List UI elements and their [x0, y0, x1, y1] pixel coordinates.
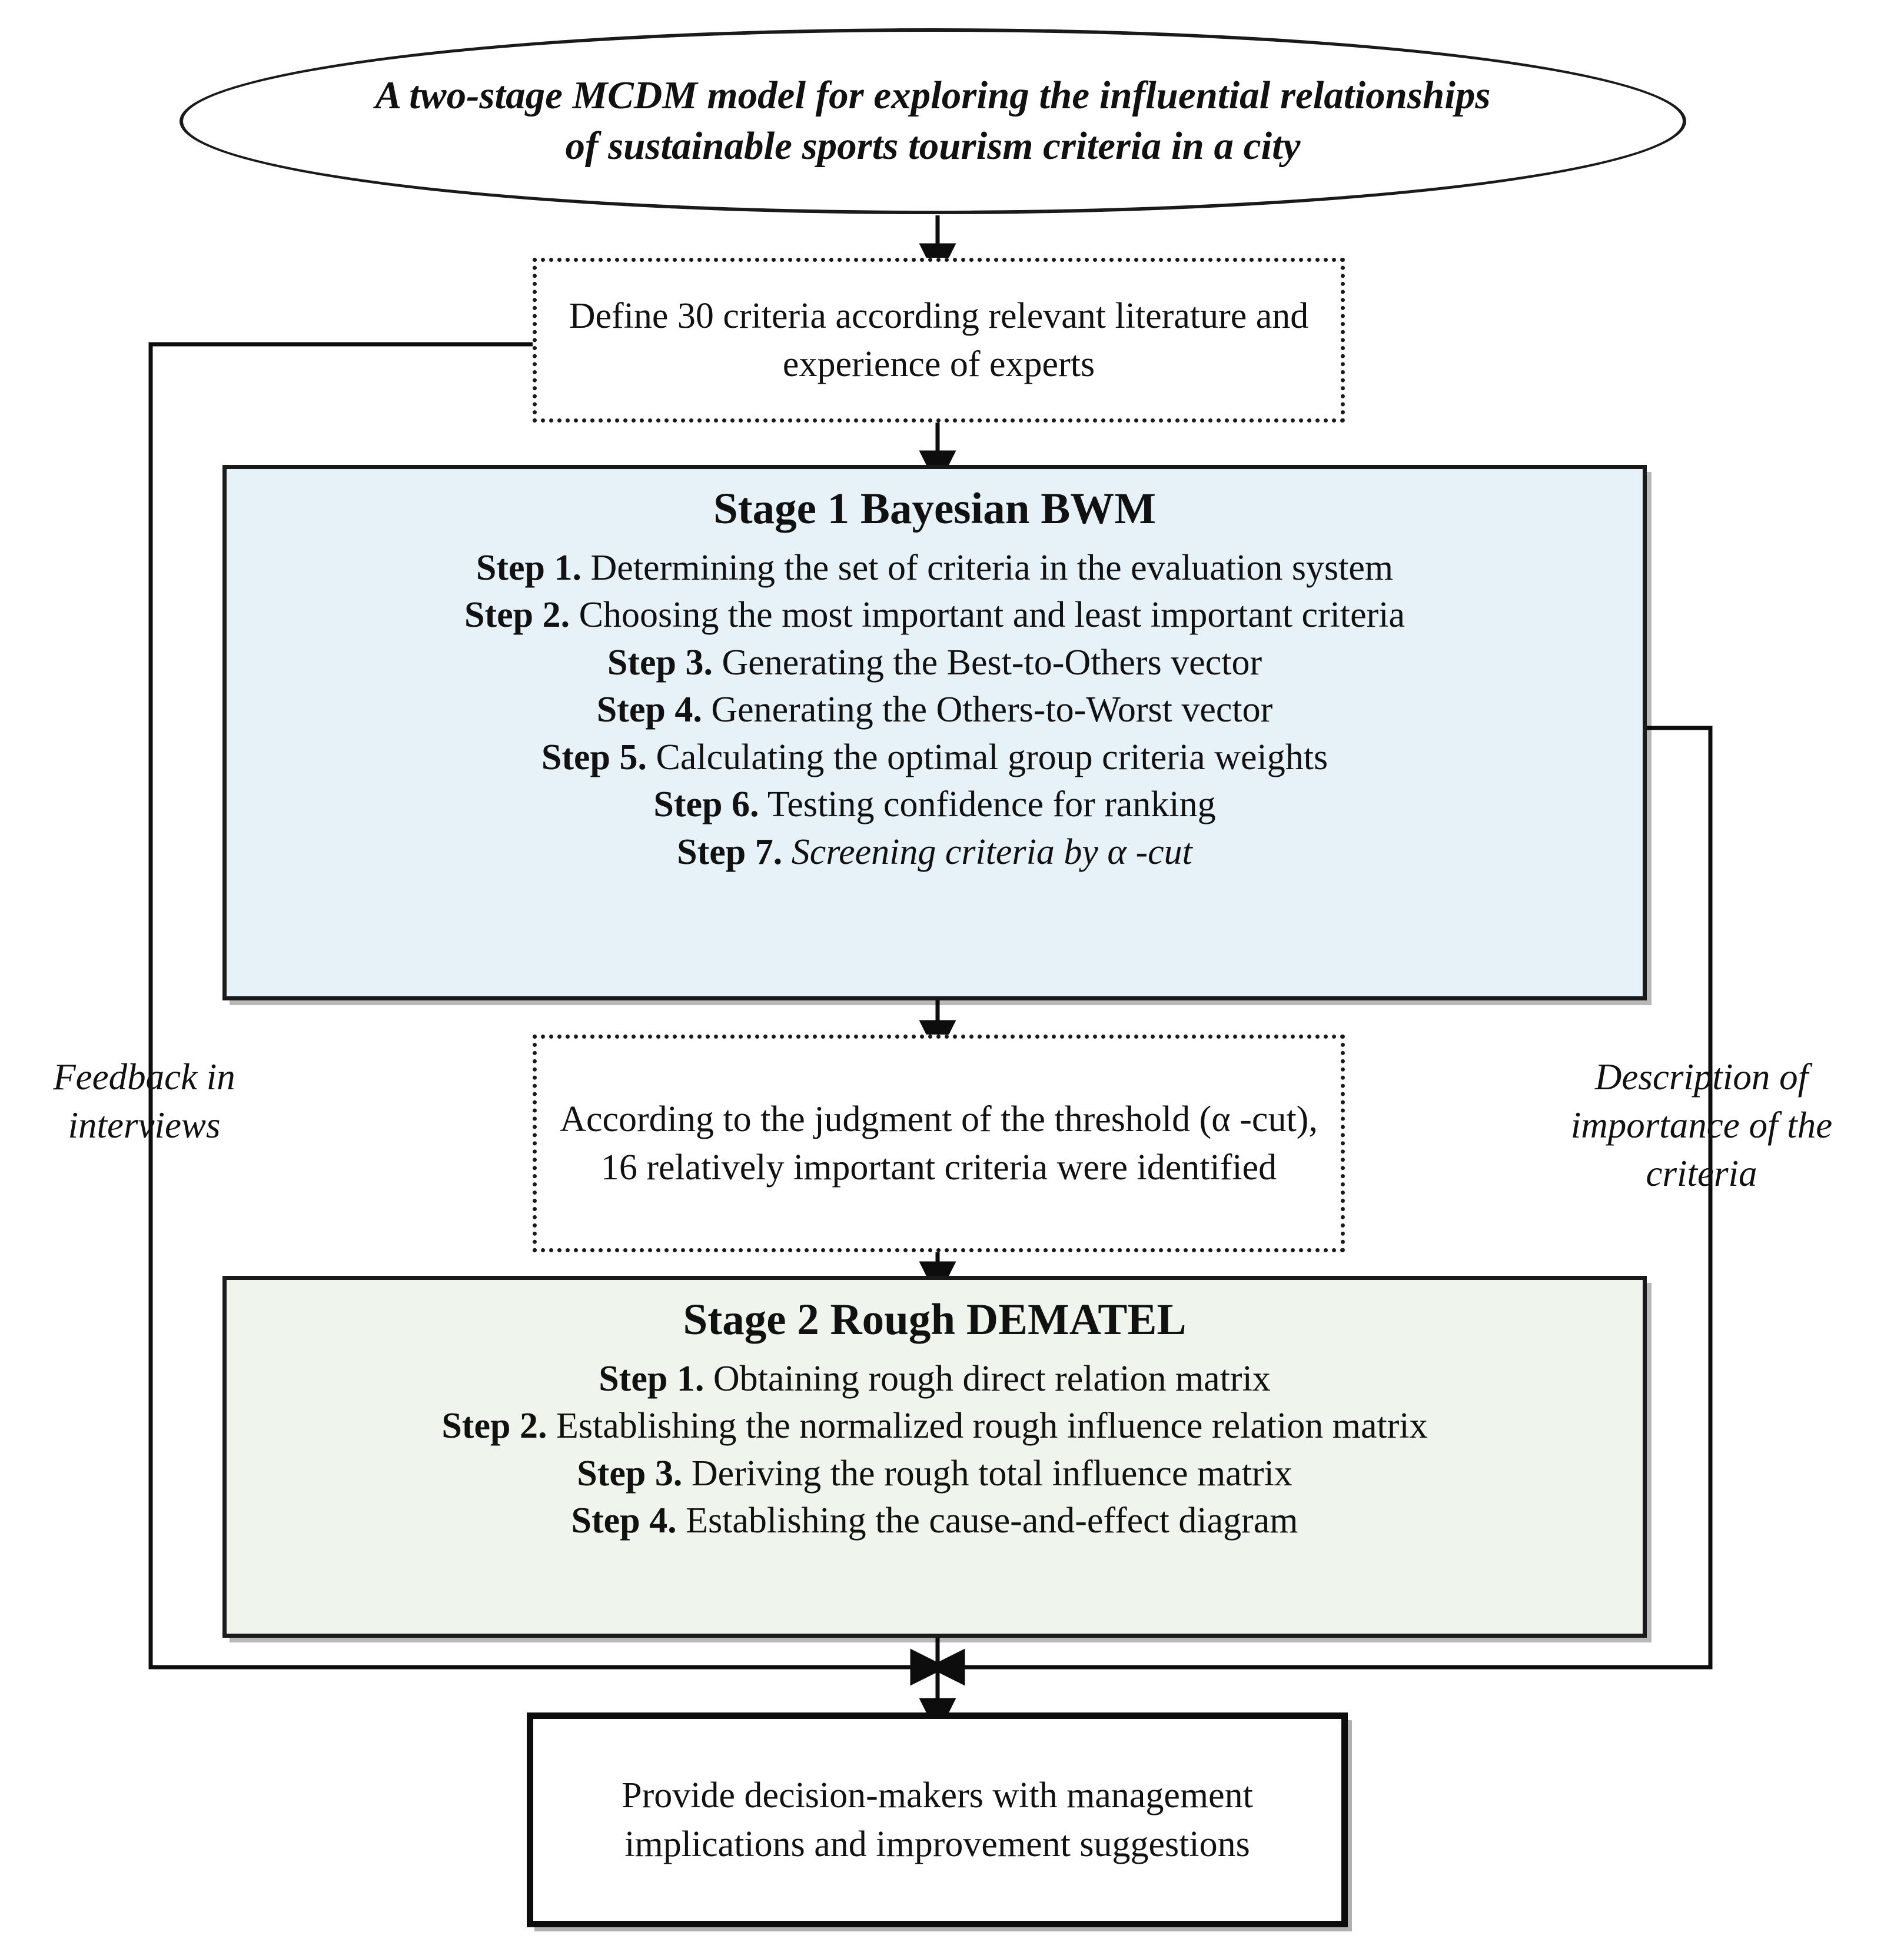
stage1-step-6-label: Step 6. [653, 784, 759, 825]
stage1-step-7: Step 7. Screening criteria by α -cut [244, 829, 1625, 876]
title-text: A two-stage MCDM model for exploring the… [375, 74, 1491, 168]
stage2-node: Stage 2 Rough DEMATEL Step 1. Obtaining … [222, 1276, 1647, 1638]
stage1-step-7-label: Step 7. [677, 832, 783, 873]
define-criteria-node: Define 30 criteria according relevant li… [533, 258, 1345, 423]
stage1-node: Stage 1 Bayesian BWM Step 1. Determining… [222, 465, 1647, 1000]
stage2-step-2-text: Establishing the normalized rough influe… [556, 1406, 1428, 1446]
final-output-text: Provide decision-makers with management … [622, 1775, 1253, 1864]
stage2-step-4-label: Step 4. [571, 1501, 677, 1541]
stage1-step-1-label: Step 1. [476, 547, 582, 588]
stage1-step-5-label: Step 5. [541, 737, 647, 777]
stage1-step-5-text: Calculating the optimal group criteria w… [656, 737, 1328, 777]
stage1-step-1-text: Determining the set of criteria in the e… [590, 547, 1394, 588]
stage2-step-3: Step 3. Deriving the rough total influen… [244, 1450, 1625, 1498]
final-output-node: Provide decision-makers with management … [527, 1712, 1348, 1927]
stage2-step-2: Step 2. Establishing the normalized roug… [244, 1402, 1625, 1450]
stage1-step-2-label: Step 2. [464, 595, 570, 636]
stage1-step-3-label: Step 3. [607, 642, 713, 683]
stage1-step-5: Step 5. Calculating the optimal group cr… [244, 734, 1625, 782]
stage1-step-2-text: Choosing the most important and least im… [579, 595, 1405, 636]
stage2-step-2-label: Step 2. [441, 1406, 547, 1446]
stage2-step-4-text: Establishing the cause-and-effect diagra… [686, 1501, 1298, 1541]
stage2-step-1: Step 1. Obtaining rough direct relation … [244, 1355, 1625, 1403]
stage1-step-6-text: Testing confidence for ranking [767, 784, 1216, 825]
stage1-title: Stage 1 Bayesian BWM [713, 484, 1157, 533]
stage2-step-3-text: Deriving the rough total influence matri… [691, 1453, 1292, 1494]
stage1-step-3: Step 3. Generating the Best-to-Others ve… [244, 639, 1625, 687]
title-ellipse: A two-stage MCDM model for exploring the… [180, 28, 1686, 214]
stage1-step-7-text: Screening criteria by α -cut [791, 832, 1192, 873]
stage1-step-4: Step 4. Generating the Others-to-Worst v… [244, 686, 1625, 734]
stage2-step-3-label: Step 3. [577, 1453, 683, 1494]
stage1-step-4-label: Step 4. [596, 690, 702, 730]
stage1-step-3-text: Generating the Best-to-Others vector [722, 642, 1262, 683]
feedback-loop-label: Feedback in interviews [53, 1056, 235, 1146]
stage1-step-6: Step 6. Testing confidence for ranking [244, 781, 1625, 829]
threshold-node: According to the judgment of the thresho… [533, 1035, 1345, 1252]
threshold-text: According to the judgment of the thresho… [560, 1099, 1318, 1188]
define-criteria-text: Define 30 criteria according relevant li… [569, 295, 1309, 384]
stage2-step-1-label: Step 1. [599, 1358, 705, 1399]
stage1-step-2: Step 2. Choosing the most important and … [244, 591, 1625, 639]
stage2-title: Stage 2 Rough DEMATEL [683, 1295, 1187, 1344]
stage1-step-4-text: Generating the Others-to-Worst vector [711, 690, 1273, 730]
stage1-step-1: Step 1. Determining the set of criteria … [244, 544, 1625, 592]
stage2-step-4: Step 4. Establishing the cause-and-effec… [244, 1497, 1625, 1545]
criteria-importance-label: Description of importance of the criteri… [1570, 1056, 1833, 1194]
stage2-step-1-text: Obtaining rough direct relation matrix [713, 1358, 1271, 1399]
